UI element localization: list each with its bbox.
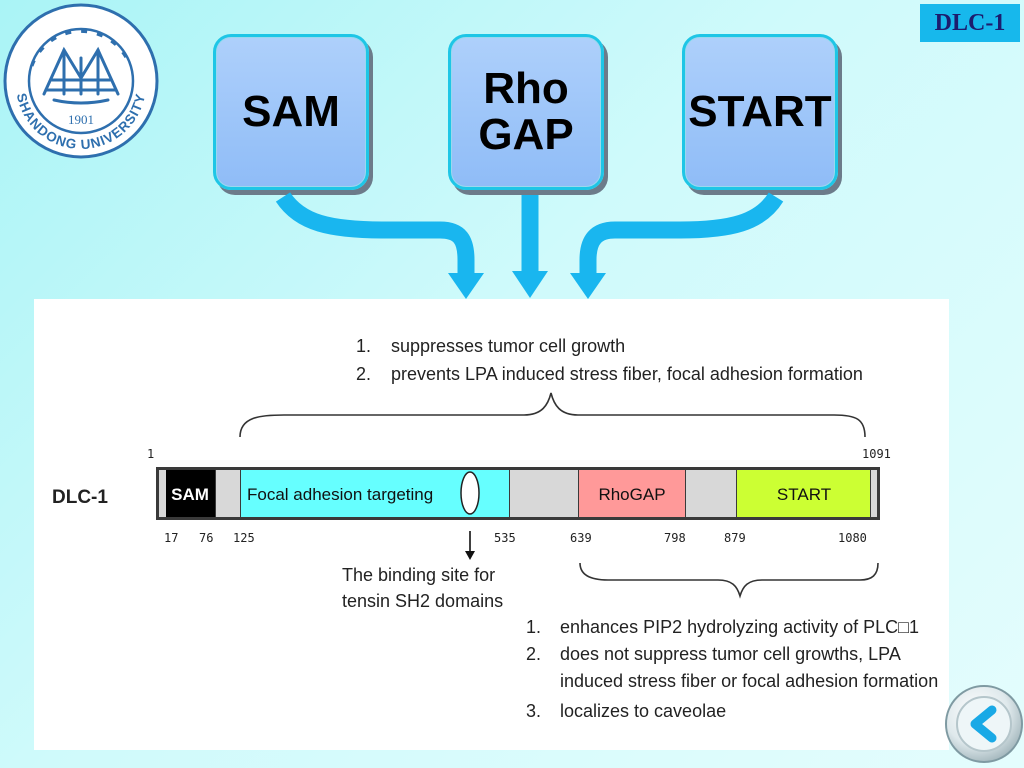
sam-domain-label: SAM: [242, 87, 340, 136]
back-arrow-icon: [970, 705, 997, 743]
bottom-number-1: 1.: [526, 617, 541, 637]
start-domain-box: START: [682, 34, 838, 190]
position-17: 17: [164, 531, 178, 545]
university-logo: 1901 SHANDONG UNIVERSITY: [3, 3, 159, 159]
start-position: 1: [147, 447, 154, 461]
focal-adhesion-label: Focal adhesion targeting: [247, 485, 433, 504]
bottom-function-1: enhances PIP2 hydrolyzing activity of PL…: [560, 617, 919, 637]
protein-label: DLC-1: [52, 487, 108, 508]
bottom-function-3: localizes to caveolae: [560, 701, 726, 721]
spacer-segment-2: [510, 470, 578, 517]
binding-site-line2: tensin SH2 domains: [342, 591, 503, 611]
sam-segment-label: SAM: [171, 485, 209, 504]
start-domain-label: START: [688, 87, 832, 136]
position-639: 639: [570, 531, 592, 545]
position-879: 879: [724, 531, 746, 545]
end-position: 1091: [862, 447, 891, 461]
top-brace: [239, 392, 866, 438]
rhogap-segment-label: RhoGAP: [598, 485, 665, 504]
bottom-brace: [579, 562, 879, 599]
slide-tag: DLC-1: [920, 4, 1020, 42]
bottom-function-2: does not suppress tumor cell growths, LP…: [560, 644, 901, 664]
top-number-1: 1.: [356, 336, 371, 356]
bottom-function-2-cont: induced stress fiber or focal adhesion f…: [560, 671, 938, 691]
bottom-number-3: 3.: [526, 701, 541, 721]
position-1080: 1080: [838, 531, 867, 545]
domain-arrows: [275, 191, 784, 299]
position-535: 535: [494, 531, 516, 545]
rhogap-domain-box: Rho GAP: [448, 34, 604, 190]
spacer-segment-1: [216, 470, 240, 517]
sam-segment: [166, 470, 215, 517]
back-button[interactable]: [942, 676, 1024, 768]
bottom-number-2: 2.: [526, 644, 541, 664]
sam-domain-box: SAM: [213, 34, 369, 190]
start-segment-label: START: [777, 485, 831, 504]
logo-year: 1901: [68, 112, 94, 127]
dlc1-figure-panel: [34, 299, 949, 750]
position-798: 798: [664, 531, 686, 545]
n-terminal-segment: [159, 470, 166, 517]
start-arrow: [579, 192, 784, 277]
c-terminal-segment: [871, 470, 877, 517]
position-125: 125: [233, 531, 255, 545]
rhogap-domain-label-line1: Rho: [483, 64, 569, 113]
dlc1-domain-diagram: 1. suppresses tumor cell growth 2. preve…: [52, 336, 938, 721]
binding-site-line1: The binding site for: [342, 565, 495, 585]
sam-arrow: [275, 191, 475, 277]
rhogap-domain-label-line2: GAP: [478, 110, 574, 159]
top-function-2: prevents LPA induced stress fiber, focal…: [391, 364, 863, 384]
tensin-binding-oval: [460, 471, 480, 515]
spacer-segment-3: [686, 470, 736, 517]
top-number-2: 2.: [356, 364, 371, 384]
position-76: 76: [199, 531, 213, 545]
start-segment: [737, 470, 870, 517]
top-function-1: suppresses tumor cell growth: [391, 336, 625, 356]
rhogap-segment: [579, 470, 685, 517]
